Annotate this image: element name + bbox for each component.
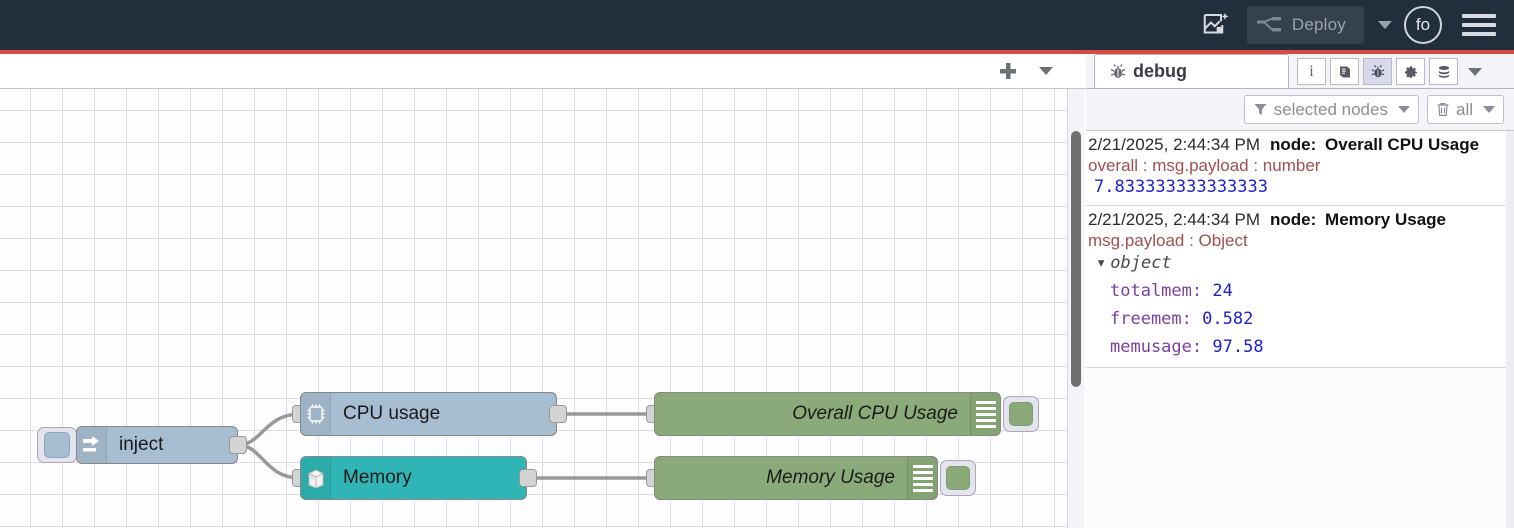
deploy-node-icon: [1256, 16, 1283, 34]
info-tab-icon[interactable]: i: [1297, 58, 1326, 85]
node-memory[interactable]: Memory: [300, 456, 527, 500]
debug-toggle-inner: [1009, 402, 1033, 426]
clear-messages-label: all: [1455, 99, 1473, 119]
flow-canvas[interactable]: inject CPU usage: [0, 89, 1085, 528]
inject-trigger-button[interactable]: [37, 427, 77, 463]
app-header: Deploy fo: [0, 0, 1514, 50]
debug-object-label: object: [1110, 253, 1172, 274]
user-avatar[interactable]: fo: [1404, 6, 1442, 44]
debug-node-prefix: node:: [1270, 210, 1317, 230]
memory-debug-toggle-button[interactable]: [940, 460, 976, 496]
sidebar-tool-group: i: [1297, 58, 1488, 85]
debug-property-key: totalmem: [1110, 280, 1192, 301]
sidebar-tools-chevron-down-icon[interactable]: [1468, 67, 1482, 76]
debug-node-prefix: node:: [1270, 135, 1317, 154]
debug-property-key: memusage: [1110, 337, 1192, 358]
flow-tabbar: [0, 54, 1085, 89]
inject-arrow-icon: [77, 427, 107, 463]
wire-inject-to-cpu: [237, 412, 301, 447]
node-overall-cpu-usage-label: Overall CPU Usage: [792, 403, 958, 424]
node-inject-label: inject: [119, 434, 164, 455]
context-data-icon[interactable]: [1429, 58, 1458, 85]
cpu-chip-icon: [301, 393, 331, 435]
clear-messages-button[interactable]: all: [1426, 95, 1504, 124]
debug-type-line: msg.payload : Object: [1088, 231, 1248, 251]
deploy-chevron-down-icon[interactable]: [1378, 21, 1392, 29]
debug-property-value: 97.58: [1212, 337, 1264, 358]
bug-icon: [1109, 63, 1127, 81]
chevron-down-icon: [1483, 106, 1495, 113]
inject-output-port[interactable]: [229, 436, 247, 454]
memory-server-icon: [301, 457, 331, 499]
debug-property-value: 24: [1212, 280, 1233, 301]
sidebar-tabbar: debug i: [1086, 54, 1514, 89]
debug-object-expander[interactable]: ▾object: [1086, 251, 1514, 277]
triangle-down-icon: ▾: [1096, 253, 1107, 274]
hamburger-menu-icon[interactable]: [1462, 8, 1496, 42]
funnel-icon: [1253, 102, 1268, 117]
flow-workspace: inject CPU usage: [0, 54, 1085, 528]
config-gear-icon[interactable]: [1396, 58, 1425, 85]
chevron-down-icon: [1039, 67, 1053, 75]
tab-debug-label: debug: [1133, 61, 1187, 81]
node-overall-cpu-usage-debug[interactable]: Overall CPU Usage: [654, 392, 1001, 436]
node-cpu-usage-label: CPU usage: [343, 403, 441, 424]
debug-toggle-inner: [946, 466, 970, 490]
add-flow-plus-icon[interactable]: [993, 58, 1023, 84]
node-memory-label: Memory: [343, 467, 412, 488]
debug-message-item[interactable]: 2/21/2025, 2:44:34 PM node: Overall CPU U…: [1086, 131, 1514, 207]
debug-object-property: memusage: 97.58: [1110, 337, 1264, 358]
debug-timestamp: 2/21/2025, 2:44:34 PM: [1088, 210, 1261, 230]
memory-output-port[interactable]: [519, 469, 537, 487]
flow-menu-button[interactable]: [1031, 58, 1061, 84]
debug-type-line: overall : msg.payload : number: [1088, 156, 1321, 175]
tab-debug[interactable]: debug: [1094, 54, 1289, 88]
deploy-label: Deploy: [1291, 15, 1346, 34]
node-memory-usage-debug[interactable]: Memory Usage: [654, 456, 938, 500]
debug-property-key: freemem: [1110, 308, 1182, 329]
assistant-sparkle-icon[interactable]: [1197, 6, 1235, 44]
debug-message-list[interactable]: 2/21/2025, 2:44:34 PM node: Overall CPU U…: [1086, 131, 1514, 528]
debug-timestamp: 2/21/2025, 2:44:34 PM: [1088, 135, 1261, 154]
debug-payload-value: 7.833333333333333: [1094, 177, 1268, 198]
debug-node-name: Memory Usage: [1325, 210, 1446, 230]
trash-icon: [1436, 102, 1450, 117]
debug-lines-icon: [970, 393, 1000, 435]
help-book-icon[interactable]: [1330, 58, 1359, 85]
overall-cpu-debug-toggle-button[interactable]: [1003, 396, 1039, 432]
sidebar-panel: debug i: [1086, 54, 1514, 528]
canvas-vertical-scrollbar[interactable]: [1067, 89, 1084, 528]
canvas-scrollbar-thumb[interactable]: [1071, 131, 1081, 387]
filter-selected-nodes-label: selected nodes: [1273, 99, 1388, 119]
debug-message-header: 2/21/2025, 2:44:34 PM node: Memory Usage: [1086, 210, 1514, 230]
debug-object-property: totalmem: 24: [1110, 280, 1233, 301]
node-memory-usage-label: Memory Usage: [766, 467, 895, 488]
wire-inject-to-memory: [237, 443, 301, 480]
inject-button-inner: [44, 432, 70, 458]
debug-lines-icon: [907, 457, 937, 499]
node-inject[interactable]: inject: [76, 426, 238, 464]
debug-message-header: 2/21/2025, 2:44:34 PM node: Overall CPU U…: [1086, 135, 1514, 155]
debug-node-name: Overall CPU Usage: [1325, 135, 1480, 154]
debug-filter-bar: selected nodes all: [1086, 89, 1514, 131]
filter-selected-nodes-button[interactable]: selected nodes: [1243, 95, 1419, 124]
debug-property-value: 0.582: [1202, 308, 1254, 329]
chevron-down-icon: [1397, 106, 1410, 113]
node-cpu-usage[interactable]: CPU usage: [300, 392, 557, 436]
header-accent-line: [0, 50, 1514, 54]
cpu-output-port[interactable]: [549, 405, 567, 423]
sidebar-scrollbar-edge[interactable]: [1506, 131, 1514, 528]
debug-object-property: freemem: 0.582: [1110, 308, 1254, 329]
deploy-button[interactable]: Deploy: [1246, 6, 1364, 44]
debug-bug-icon[interactable]: [1363, 58, 1392, 85]
